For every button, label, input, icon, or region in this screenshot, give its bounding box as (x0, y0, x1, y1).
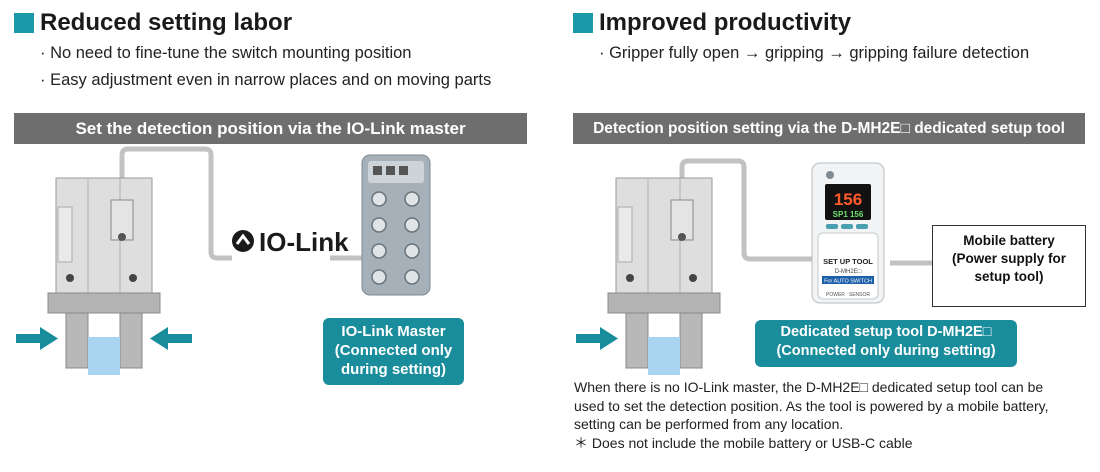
left-banner: Set the detection position via the IO-Li… (14, 113, 527, 144)
left-cable (119, 146, 232, 300)
right-bullet-1: · Gripper fully open → gripping → grippi… (599, 44, 1030, 62)
section-marker-left (14, 13, 34, 33)
svg-text:For AUTO SWITCH: For AUTO SWITCH (824, 279, 872, 285)
heading-reduced-setting-labor: Reduced setting labor (40, 9, 293, 36)
svg-text:POWER: POWER (826, 292, 845, 298)
svg-text:SET UP TOOL: SET UP TOOL (823, 257, 873, 266)
master-label-line-1: IO-Link Master (341, 323, 446, 340)
iolink-logo-icon (232, 230, 254, 252)
arrow-left-icon (150, 327, 192, 350)
svg-text:D-MH2E□: D-MH2E□ (835, 269, 862, 275)
mobile-battery-box: Mobile battery (Power supply for setup t… (932, 225, 1086, 307)
gripper-finger-right (119, 312, 143, 369)
note-line-2: used to set the detection position. As t… (574, 397, 1049, 414)
left-bullet-2: · Easy adjustment even in narrow places … (40, 71, 492, 89)
master-label-line-3: during setting) (341, 361, 446, 378)
tool-label-line-2: (Connected only during setting) (776, 343, 996, 359)
master-label-line-2: (Connected only (334, 342, 453, 359)
battery-line-1: Mobile battery (963, 233, 1055, 248)
left-diagram: IO-Link (16, 146, 431, 375)
right-cable (679, 158, 822, 262)
heading-improved-productivity: Improved productivity (599, 9, 852, 36)
iolink-master-label: IO-Link Master (Connected only during se… (323, 318, 464, 385)
setup-tool-label: Dedicated setup tool D-MH2E□ (Connected … (755, 320, 1017, 367)
note-line-1: When there is no IO-Link master, the D-M… (574, 379, 1044, 395)
iolink-master-device (361, 154, 431, 296)
setup-tool-device: 156 SP1 156 SET UP TOOL D-MH2E□ For AUTO… (811, 162, 885, 304)
iolink-logo-text: IO-Link (259, 227, 349, 257)
svg-text:SENSOR: SENSOR (849, 292, 871, 298)
workpiece-right (648, 337, 680, 375)
gripper-body-right (615, 177, 713, 294)
arrow-right-icon (16, 327, 58, 350)
footnote: ＊ Does not include the mobile battery or… (574, 434, 913, 451)
right-banner: Detection position setting via the D-MH2… (573, 113, 1085, 144)
gripper-finger-left (65, 312, 89, 369)
svg-text:156: 156 (834, 190, 862, 209)
note-paragraph: When there is no IO-Link master, the D-M… (574, 378, 1094, 452)
tool-display (825, 184, 871, 220)
left-bullet-1: · No need to fine-tune the switch mounti… (40, 44, 412, 62)
note-line-3: setting can be performed from any locati… (574, 416, 844, 432)
svg-text:SP1 156: SP1 156 (833, 210, 864, 219)
section-marker-right (573, 13, 593, 33)
tool-label-line-1: Dedicated setup tool D-MH2E□ (780, 324, 992, 340)
battery-line-3: setup tool) (974, 269, 1044, 284)
gripper-base (47, 292, 161, 314)
workpiece (88, 337, 120, 375)
arrow-right-icon (576, 327, 618, 350)
right-diagram: 156 SP1 156 SET UP TOOL D-MH2E□ For AUTO… (576, 158, 932, 375)
battery-line-2: (Power supply for (951, 251, 1066, 266)
